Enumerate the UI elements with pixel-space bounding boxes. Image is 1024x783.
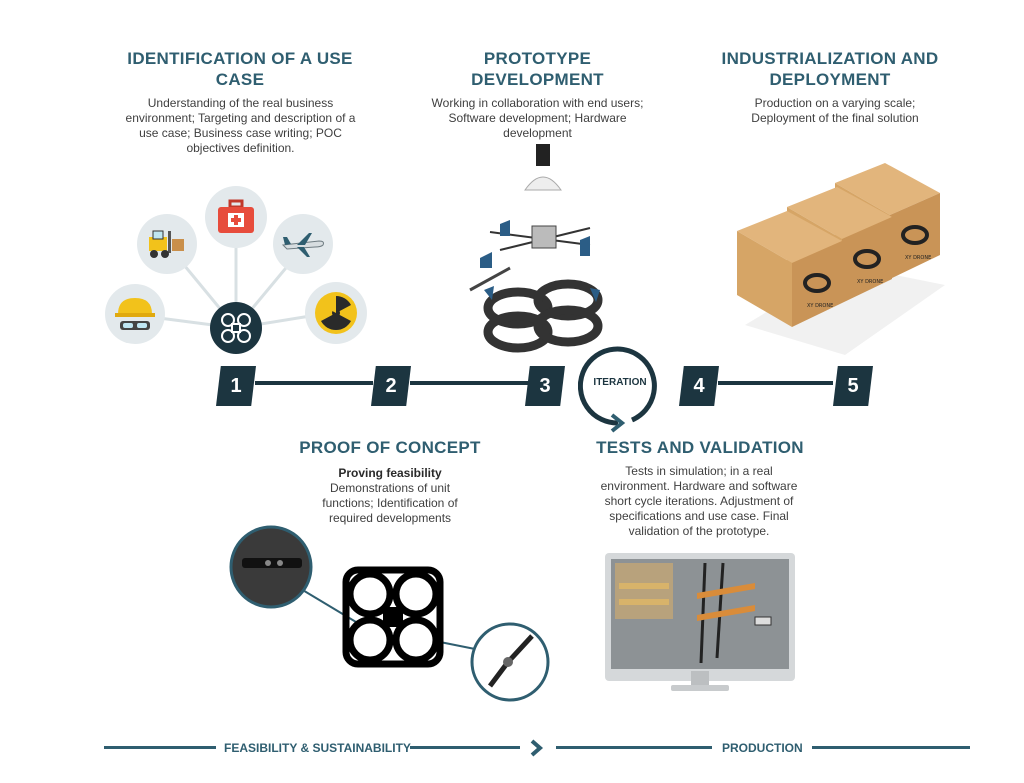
industrialization-description: Production on a varying scale; Deploymen… xyxy=(751,96,919,125)
airplane-icon xyxy=(273,214,333,274)
tests-description: Tests in simulation; in a real environme… xyxy=(600,464,798,538)
poc-description: Demonstrations of unit functions; Identi… xyxy=(322,481,458,525)
box-brand-label-1: XY DRONE xyxy=(807,303,833,309)
poc-subtitle: Proving feasibility xyxy=(338,466,442,480)
chevron-right-icon xyxy=(530,739,544,757)
box-brand-label-2: XY DRONE xyxy=(857,279,883,285)
bottom-bar-line-3 xyxy=(556,746,712,749)
shipping-boxes-illustration: XY DRONE XY DRONE XY DRONE xyxy=(737,163,945,355)
iteration-cycle-icon xyxy=(578,346,657,433)
forklift-icon xyxy=(137,214,197,274)
industrialization-title: INDUSTRIALIZATION AND DEPLOYMENT xyxy=(721,49,939,89)
bottom-bar-line-4 xyxy=(812,746,970,749)
use-case-description: Understanding of the real business envir… xyxy=(125,96,356,155)
tests-title: TESTS AND VALIDATION xyxy=(596,438,804,457)
timeline-connector-2-3 xyxy=(410,381,528,385)
poc-title: PROOF OF CONCEPT xyxy=(299,438,481,457)
prototype-title: PROTOTYPE DEVELOPMENT xyxy=(471,49,604,89)
timeline-connector-1-2 xyxy=(255,381,373,385)
drone-icon xyxy=(210,302,262,354)
poc-drone-illustration xyxy=(229,525,550,702)
simulation-monitor-illustration xyxy=(605,553,795,691)
radiation-icon xyxy=(305,282,367,344)
feasibility-label: FEASIBILITY & SUSTAINABILITY xyxy=(224,741,411,755)
timeline-step-2: 2 xyxy=(371,366,411,406)
timeline-step-1: 1 xyxy=(216,366,256,406)
bottom-bar-line-1 xyxy=(104,746,216,749)
timeline-connector-4-5 xyxy=(718,381,833,385)
bottom-bar-line-2 xyxy=(410,746,520,749)
hard-hat-icon xyxy=(105,284,165,344)
timeline-step-4: 4 xyxy=(679,366,719,406)
box-brand-label-3: XY DRONE xyxy=(905,255,931,261)
iteration-label: ITERATION xyxy=(593,377,647,388)
production-label: PRODUCTION xyxy=(722,741,803,755)
exploded-drone-illustration xyxy=(469,144,603,353)
first-aid-kit-icon xyxy=(205,186,267,248)
prototype-description: Working in collaboration with end users;… xyxy=(431,96,644,140)
timeline-step-5: 5 xyxy=(833,366,873,406)
timeline-step-3: 3 xyxy=(525,366,565,406)
use-case-title: IDENTIFICATION OF A USE CASE xyxy=(127,49,353,89)
